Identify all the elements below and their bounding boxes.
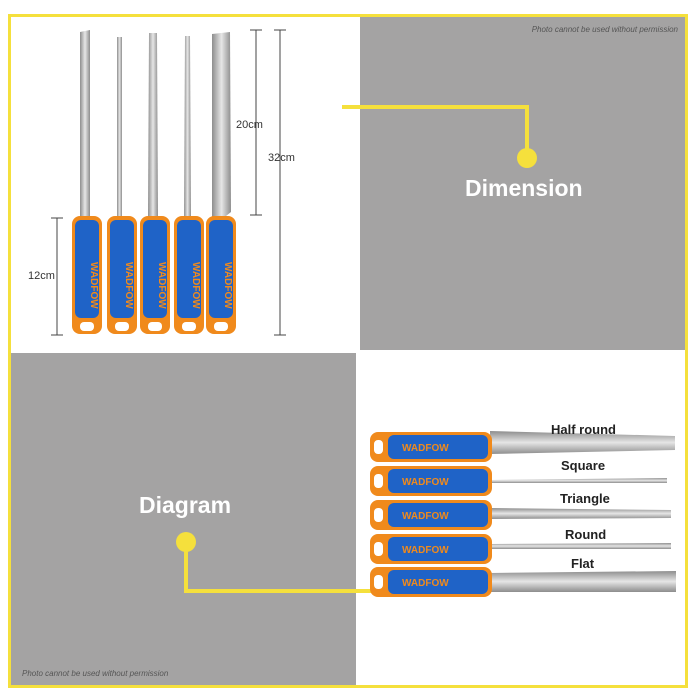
handle-h1 [370,432,492,462]
handle-h2 [370,466,492,496]
brand-logo-v3: WADFOW [156,262,167,309]
blade-half-round [80,30,90,218]
file-label-triangle: Triangle [560,491,610,506]
file-label-flat: Flat [571,556,595,571]
brand-logo-h2: WADFOW [402,477,449,488]
brand-logo-h1: WADFOW [402,443,449,454]
blade-square-h [490,478,667,483]
brand-logo-h3: WADFOW [402,511,449,522]
handle-h3 [370,500,492,530]
diagram-label-panel [11,353,356,685]
dimension-label-panel [360,17,685,350]
brand-logo-h5: WADFOW [402,578,449,589]
handle-2 [107,216,137,334]
handle-5 [206,216,236,334]
brand-logo-v2: WADFOW [123,262,134,309]
handle-h5 [370,567,492,597]
file-set-horizontal: WADFOW WADFOW WADFOW WADFOW WADFOW [370,431,676,597]
blade-square [117,37,122,218]
diagram-connector [176,532,372,593]
dimension-lines [51,29,286,336]
dimension-connector [342,105,537,168]
blade-round [184,36,191,218]
diagram-heading: Diagram [139,492,232,518]
brand-logo-h4: WADFOW [402,545,449,556]
blade-round-h [490,543,671,549]
total-length-label: 32cm [268,152,295,164]
file-label-round: Round [565,527,607,542]
yellow-frame [8,14,688,688]
dimension-heading: Dimension [465,175,583,201]
file-label-half-round: Half round [551,422,616,437]
handle-length-label: 12cm [28,270,55,282]
blade-flat [212,32,231,220]
file-label-square: Square [561,458,606,473]
handle-3 [140,216,170,334]
blade-flat-h [490,571,676,592]
handle-1 [72,216,102,334]
blade-length-label: 20cm [236,119,263,131]
watermark-bottom: Photo cannot be used without permission [22,669,169,678]
brand-logo-v5: WADFOW [222,262,233,309]
brand-logo-v1: WADFOW [88,262,99,309]
handle-h4 [370,534,492,564]
watermark-top: Photo cannot be used without permission [531,25,678,34]
brand-logo-v4: WADFOW [190,262,201,309]
handle-4 [174,216,204,334]
blade-half-round-h [490,431,675,454]
blade-triangle [148,33,158,218]
blade-triangle-h [490,508,671,519]
file-set-vertical: WADFOW WADFOW WADFOW WADFOW WADFOW [72,30,236,334]
